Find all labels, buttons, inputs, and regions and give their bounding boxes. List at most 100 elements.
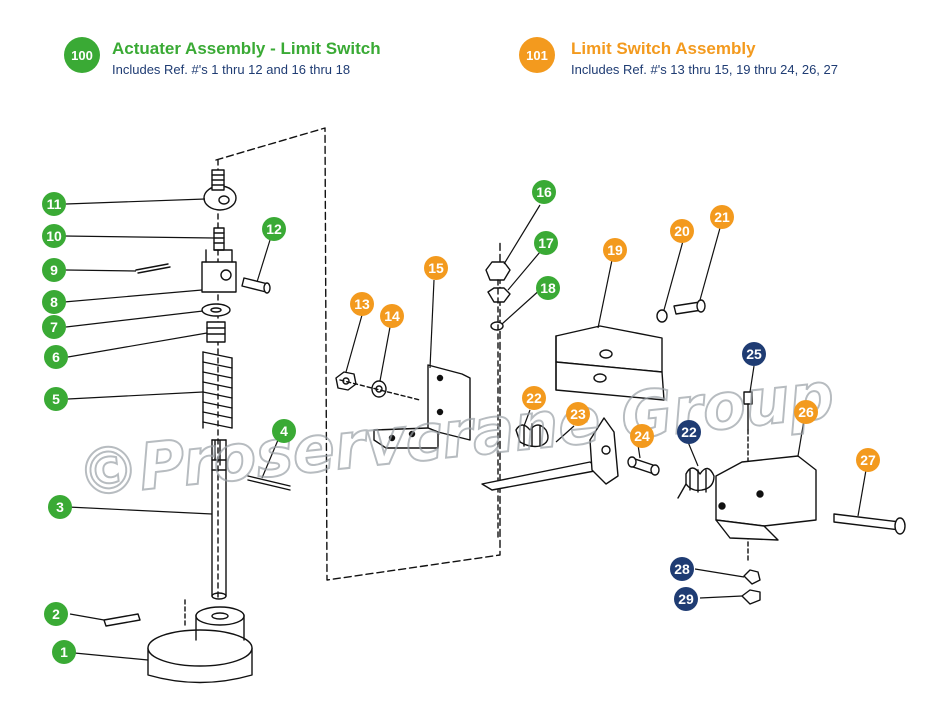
callout-7: 7 (42, 315, 66, 339)
callout-circle (272, 419, 296, 443)
part-21-screw (673, 299, 706, 315)
callout-circle (603, 238, 627, 262)
callout-number: 22 (681, 424, 697, 440)
callout-number: 4 (280, 423, 288, 439)
part-10-set-screw (213, 227, 225, 251)
callout-18: 18 (536, 276, 560, 300)
callout-number: 25 (746, 346, 762, 362)
callout-number: 6 (52, 349, 60, 365)
assembly-101-number: 101 (526, 47, 548, 63)
callout-25: 25 (742, 342, 766, 366)
callout-29: 29 (674, 587, 698, 611)
panel-outline (215, 127, 501, 581)
callout-number: 18 (540, 280, 556, 296)
callout-circle (710, 205, 734, 229)
callout-21: 21 (710, 205, 734, 229)
part-23-lever (481, 417, 619, 491)
part-22-torsion-spring (515, 423, 549, 448)
callout-number: 15 (428, 260, 444, 276)
part-13-nut (335, 371, 357, 391)
part-8-clevis (201, 249, 237, 293)
callout-circle (42, 224, 66, 248)
callout-circle (794, 400, 818, 424)
callout-circle (630, 424, 654, 448)
callout-circle (424, 256, 448, 280)
part-16-acorn-nut (485, 261, 511, 281)
callout-circle (48, 495, 72, 519)
callout-circle (522, 386, 546, 410)
callout-number: 12 (266, 221, 282, 237)
callout-circle (42, 315, 66, 339)
callout-number: 3 (56, 499, 64, 515)
callout-circle (42, 192, 66, 216)
callout-10: 10 (42, 224, 66, 248)
callouts: 1234567891011121314151617181920212222232… (42, 180, 880, 664)
callout-27: 27 (856, 448, 880, 472)
callout-12: 12 (262, 217, 286, 241)
callout-number: 17 (538, 235, 554, 251)
part-29-nut (741, 589, 761, 605)
callout-circle (44, 387, 68, 411)
assembly-100-number: 100 (71, 47, 93, 63)
callout-number: 21 (714, 209, 730, 225)
callout-22: 22 (522, 386, 546, 410)
callout-number: 16 (536, 184, 552, 200)
part-7-washer (201, 303, 231, 317)
callout-number: 5 (52, 391, 60, 407)
part-24-bushing (627, 456, 660, 476)
assembly-100-includes: Includes Ref. #'s 1 thru 12 and 16 thru … (112, 62, 351, 77)
callout-4: 4 (272, 419, 296, 443)
part-4-roll-pin (247, 475, 291, 491)
part-17-lock-nut (487, 287, 511, 303)
callout-number: 9 (50, 262, 58, 278)
callout-circle (532, 180, 556, 204)
callout-26: 26 (794, 400, 818, 424)
callout-number: 23 (570, 406, 586, 422)
callout-14: 14 (380, 304, 404, 328)
part-2-key (103, 613, 141, 627)
callout-circle (674, 587, 698, 611)
callout-17: 17 (534, 231, 558, 255)
callout-circle (380, 304, 404, 328)
part-3-shaft (211, 439, 227, 600)
part-6-nut (206, 321, 226, 343)
callout-number: 1 (60, 644, 68, 660)
part-5-spring (202, 351, 233, 429)
callout-number: 28 (674, 561, 690, 577)
callout-28: 28 (670, 557, 694, 581)
part-22b-torsion-spring (677, 467, 715, 499)
callout-number: 8 (50, 294, 58, 310)
callout-circle (42, 290, 66, 314)
callout-6: 6 (44, 345, 68, 369)
callout-5: 5 (44, 387, 68, 411)
callout-1: 1 (52, 640, 76, 664)
callout-9: 9 (42, 258, 66, 282)
part-20-washer (656, 309, 668, 323)
callout-number: 24 (634, 428, 650, 444)
part-26-bracket (715, 455, 817, 541)
assembly-101-badge: 101 (519, 37, 555, 73)
part-18-washer (490, 321, 504, 331)
callout-19: 19 (603, 238, 627, 262)
part-9-cotter-pin (135, 263, 171, 274)
callout-circle (42, 258, 66, 282)
callout-number: 29 (678, 591, 694, 607)
part-28-nut (743, 569, 761, 585)
callout-number: 11 (47, 196, 62, 212)
callout-circle (536, 276, 560, 300)
callout-3: 3 (48, 495, 72, 519)
callout-circle (534, 231, 558, 255)
part-15-bracket (373, 364, 471, 449)
callout-15: 15 (424, 256, 448, 280)
callout-number: 19 (607, 242, 623, 258)
part-12-clevis-pin (241, 277, 271, 294)
callout-number: 20 (674, 223, 690, 239)
callout-circle (52, 640, 76, 664)
callout-13: 13 (350, 292, 374, 316)
callout-circle (44, 345, 68, 369)
callout-22-b: 22 (677, 420, 701, 444)
callout-20: 20 (670, 219, 694, 243)
callout-16: 16 (532, 180, 556, 204)
callout-circle (262, 217, 286, 241)
